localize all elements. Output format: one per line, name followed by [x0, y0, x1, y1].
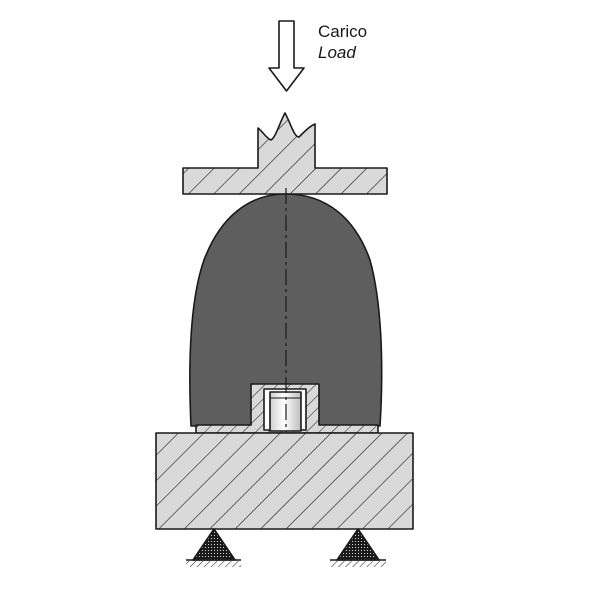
- left-support: [186, 528, 241, 567]
- load-label-italian: Carico: [318, 22, 367, 41]
- top-press-plate: [182, 112, 388, 195]
- load-arrow: [268, 20, 305, 92]
- right-support: [330, 528, 386, 567]
- load-label-english: Load: [318, 43, 356, 62]
- base-block: [155, 432, 414, 530]
